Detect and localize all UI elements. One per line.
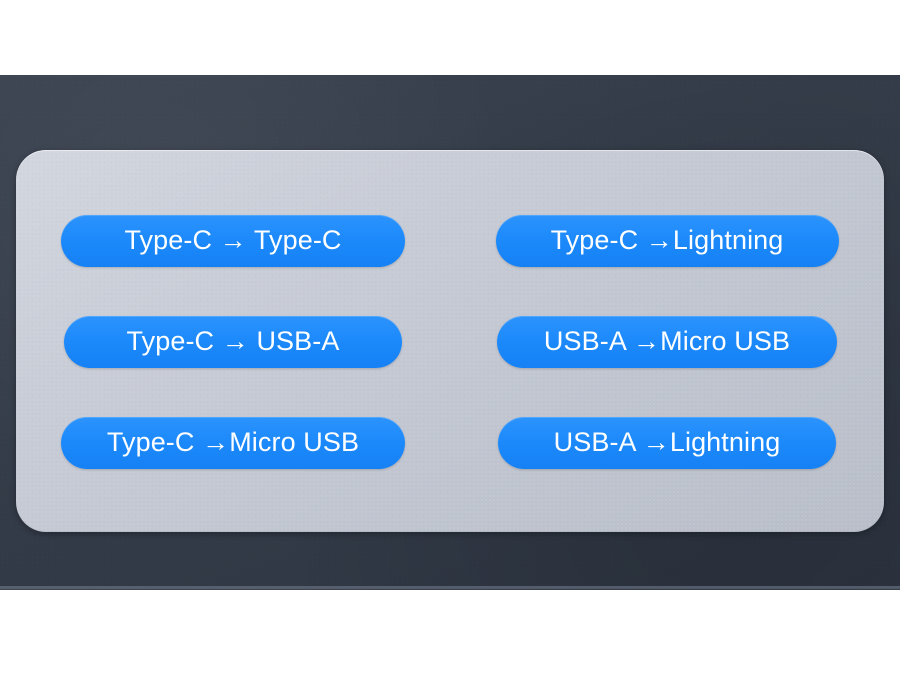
pill-column-right: USB-A →Micro USB xyxy=(450,316,884,368)
connector-pill-label: Type-C → USB-A xyxy=(126,325,340,356)
connector-pill-label: Type-C → Type-C xyxy=(124,224,342,255)
pill-row: Type-C → USB-A USB-A →Micro USB xyxy=(16,316,884,368)
pill-column-right: USB-A →Lightning xyxy=(450,417,884,469)
pill-column-left: Type-C →Micro USB xyxy=(16,417,450,469)
connector-pill-label: USB-A →Lightning xyxy=(553,426,781,457)
connector-pill-type-c-to-micro-usb[interactable]: Type-C →Micro USB xyxy=(61,417,405,469)
pill-row: Type-C →Micro USB USB-A →Lightning xyxy=(16,417,884,469)
connector-pill-usb-a-to-micro-usb[interactable]: USB-A →Micro USB xyxy=(497,316,837,368)
pill-column-left: Type-C → USB-A xyxy=(16,316,450,368)
connector-pill-label: Type-C →Micro USB xyxy=(106,426,360,457)
connector-pill-type-c-to-usb-a[interactable]: Type-C → USB-A xyxy=(64,316,402,368)
connector-pill-usb-a-to-lightning[interactable]: USB-A →Lightning xyxy=(498,417,836,469)
pill-row: Type-C → Type-C Type-C →Lightning xyxy=(16,215,884,267)
pill-column-right: Type-C →Lightning xyxy=(450,215,884,267)
pill-column-left: Type-C → Type-C xyxy=(16,215,450,267)
cable-connector-options-card: Type-C → Type-C Type-C →Lightning Type-C… xyxy=(16,150,884,532)
connector-pill-label: Type-C →Lightning xyxy=(550,224,784,255)
connector-pill-type-c-to-type-c[interactable]: Type-C → Type-C xyxy=(61,215,405,267)
band-bottom-highlight xyxy=(0,586,900,590)
connector-pill-grid: Type-C → Type-C Type-C →Lightning Type-C… xyxy=(16,150,884,532)
connector-pill-type-c-to-lightning[interactable]: Type-C →Lightning xyxy=(495,215,839,267)
connector-pill-label: USB-A →Micro USB xyxy=(543,325,791,356)
